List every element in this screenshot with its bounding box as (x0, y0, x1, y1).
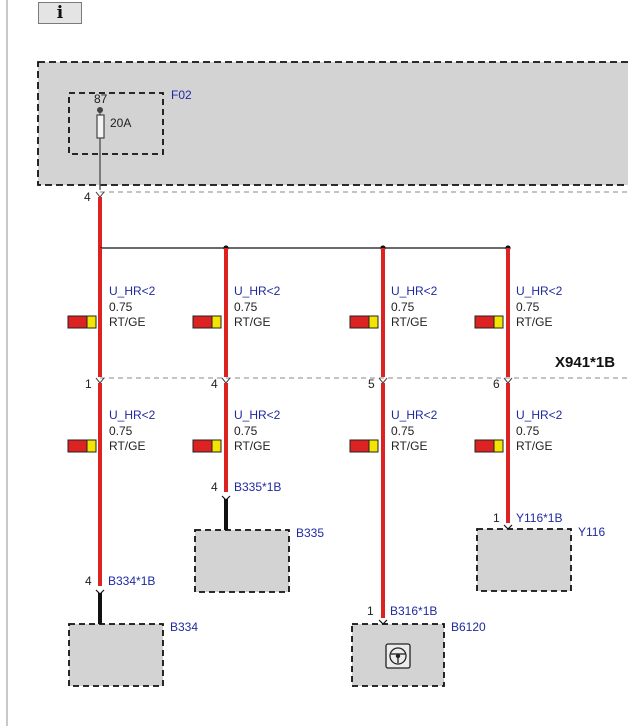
b335-connector-label[interactable]: B335*1B (234, 480, 281, 494)
svg-text:0.75: 0.75 (516, 300, 540, 314)
fuse-terminal-label: 87 (94, 92, 108, 106)
fuse-pin-mark (95, 191, 105, 198)
svg-text:U_HR<2: U_HR<2 (109, 408, 156, 422)
fuse-rating-label: 20A (110, 116, 131, 130)
steering-wheel-icon (385, 643, 411, 669)
svg-text:0.75: 0.75 (391, 424, 415, 438)
lower-color-swatch-3[interactable] (349, 439, 379, 453)
svg-text:RT/GE: RT/GE (109, 315, 145, 329)
svg-text:RT/GE: RT/GE (516, 439, 552, 453)
svg-text:0.75: 0.75 (234, 424, 258, 438)
left-margin-rule (6, 0, 8, 726)
connector-pin-4: 6 (493, 377, 500, 391)
svg-text:U_HR<2: U_HR<2 (516, 284, 563, 298)
svg-text:0.75: 0.75 (109, 300, 133, 314)
upper-wire-label-3: U_HR<2 0.75 RT/GE (391, 284, 438, 329)
upper-color-swatch-4[interactable] (474, 315, 504, 329)
info-icon: i (56, 2, 64, 23)
b6120-component-label[interactable]: B6120 (451, 620, 486, 634)
pin-mark-4 (503, 377, 513, 384)
y116-component-label[interactable]: Y116 (578, 525, 605, 539)
svg-text:U_HR<2: U_HR<2 (234, 284, 281, 298)
lower-color-swatch-4[interactable] (474, 439, 504, 453)
lower-color-swatch-2[interactable] (192, 439, 222, 453)
svg-text:U_HR<2: U_HR<2 (391, 408, 438, 422)
svg-text:U_HR<2: U_HR<2 (391, 284, 438, 298)
component-y116[interactable] (476, 528, 572, 592)
y116-pin-label: 1 (493, 511, 500, 525)
pin-mark-3 (378, 377, 388, 384)
svg-text:U_HR<2: U_HR<2 (109, 284, 156, 298)
lower-wire-label-3: U_HR<2 0.75 RT/GE (391, 408, 438, 453)
upper-color-swatch-2[interactable] (192, 315, 222, 329)
upper-color-swatch-1[interactable] (67, 315, 97, 329)
upper-wire-label-1: U_HR<2 0.75 RT/GE (109, 284, 156, 329)
upper-color-swatch-3[interactable] (349, 315, 379, 329)
lower-color-swatch-1[interactable] (67, 439, 97, 453)
svg-text:RT/GE: RT/GE (234, 439, 270, 453)
svg-text:RT/GE: RT/GE (516, 315, 552, 329)
svg-text:U_HR<2: U_HR<2 (234, 408, 281, 422)
lower-wire-label-2: U_HR<2 0.75 RT/GE (234, 408, 281, 453)
fuse-element[interactable] (96, 114, 105, 139)
upper-wire-label-2: U_HR<2 0.75 RT/GE (234, 284, 281, 329)
b335-component-label[interactable]: B335 (296, 526, 324, 540)
connector-pin-2: 4 (211, 377, 218, 391)
fuse-pin-label: 4 (84, 190, 91, 204)
svg-text:0.75: 0.75 (391, 300, 415, 314)
b6120-pin-label: 1 (367, 604, 374, 618)
b6120-connector-label[interactable]: B316*1B (390, 604, 437, 618)
b335-pin-label: 4 (211, 480, 218, 494)
component-b334[interactable] (68, 623, 164, 687)
svg-text:RT/GE: RT/GE (234, 315, 270, 329)
fuse-carrier-housing[interactable] (37, 61, 628, 186)
y116-connector-label[interactable]: Y116*1B (516, 511, 562, 525)
info-button[interactable]: i (38, 2, 82, 24)
svg-text:0.75: 0.75 (516, 424, 540, 438)
b334-component-label[interactable]: B334 (170, 620, 198, 634)
connector-pin-3: 5 (368, 377, 375, 391)
component-b335[interactable] (194, 529, 290, 593)
lower-wire-label-1: U_HR<2 0.75 RT/GE (109, 408, 156, 453)
fuse-component-label[interactable]: F02 (171, 88, 192, 102)
connector-label[interactable]: X941*1B (555, 354, 615, 371)
upper-wire-label-4: U_HR<2 0.75 RT/GE (516, 284, 563, 329)
svg-text:0.75: 0.75 (234, 300, 258, 314)
svg-text:RT/GE: RT/GE (391, 439, 427, 453)
svg-text:RT/GE: RT/GE (391, 315, 427, 329)
connector-pin-1: 1 (85, 377, 92, 391)
lower-wire-label-4: U_HR<2 0.75 RT/GE (516, 408, 563, 453)
pin-mark-2 (221, 377, 231, 384)
fuse-outline[interactable] (68, 92, 164, 155)
b334-pin-label: 4 (85, 574, 92, 588)
svg-text:RT/GE: RT/GE (109, 439, 145, 453)
svg-text:U_HR<2: U_HR<2 (516, 408, 563, 422)
pin-mark-1 (95, 377, 105, 384)
b334-connector-label[interactable]: B334*1B (108, 574, 155, 588)
svg-text:0.75: 0.75 (109, 424, 133, 438)
